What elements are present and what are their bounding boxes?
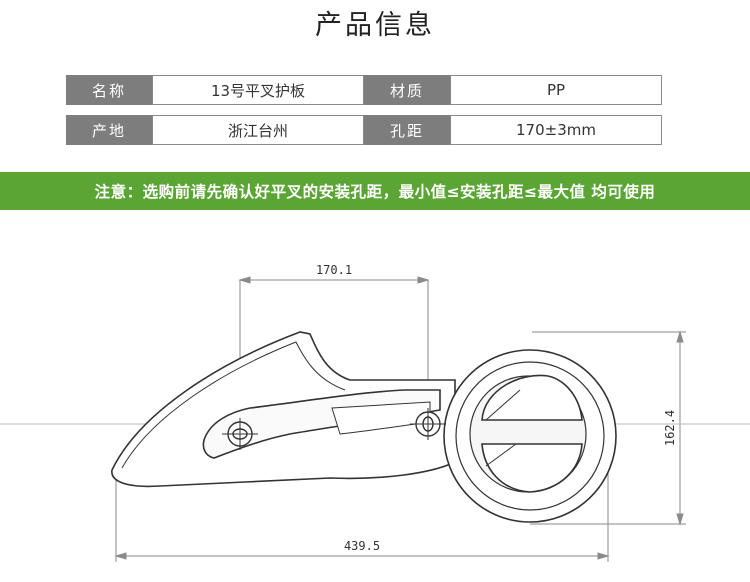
spacing-label: 孔距 [364,115,450,145]
spec-table: 名称 13号平叉护板 材质 PP 产地 浙江台州 孔距 170±3mm [66,75,662,155]
spacing-value: 170±3mm [450,115,662,145]
name-value: 13号平叉护板 [152,75,364,105]
material-label: 材质 [364,75,450,105]
dimension-height: 162.4 [663,410,677,446]
technical-drawing: 170.1 162.4 439.5 [0,263,750,562]
mounting-holes [222,408,446,450]
spec-row-2: 产地 浙江台州 孔距 170±3mm [66,115,662,145]
guard-outline [111,331,617,523]
spec-row-1: 名称 13号平叉护板 材质 PP [66,75,662,105]
material-value: PP [450,75,662,105]
dimension-hole-spacing: 170.1 [316,263,352,277]
origin-label: 产地 [66,115,152,145]
notice-banner: 注意：选购前请先确认好平叉的安装孔距，最小值≤安装孔距≤最大值 均可使用 [0,172,750,210]
origin-value: 浙江台州 [152,115,364,145]
page-title: 产品信息 [315,10,435,41]
dimension-length: 439.5 [344,539,380,553]
name-label: 名称 [66,75,152,105]
